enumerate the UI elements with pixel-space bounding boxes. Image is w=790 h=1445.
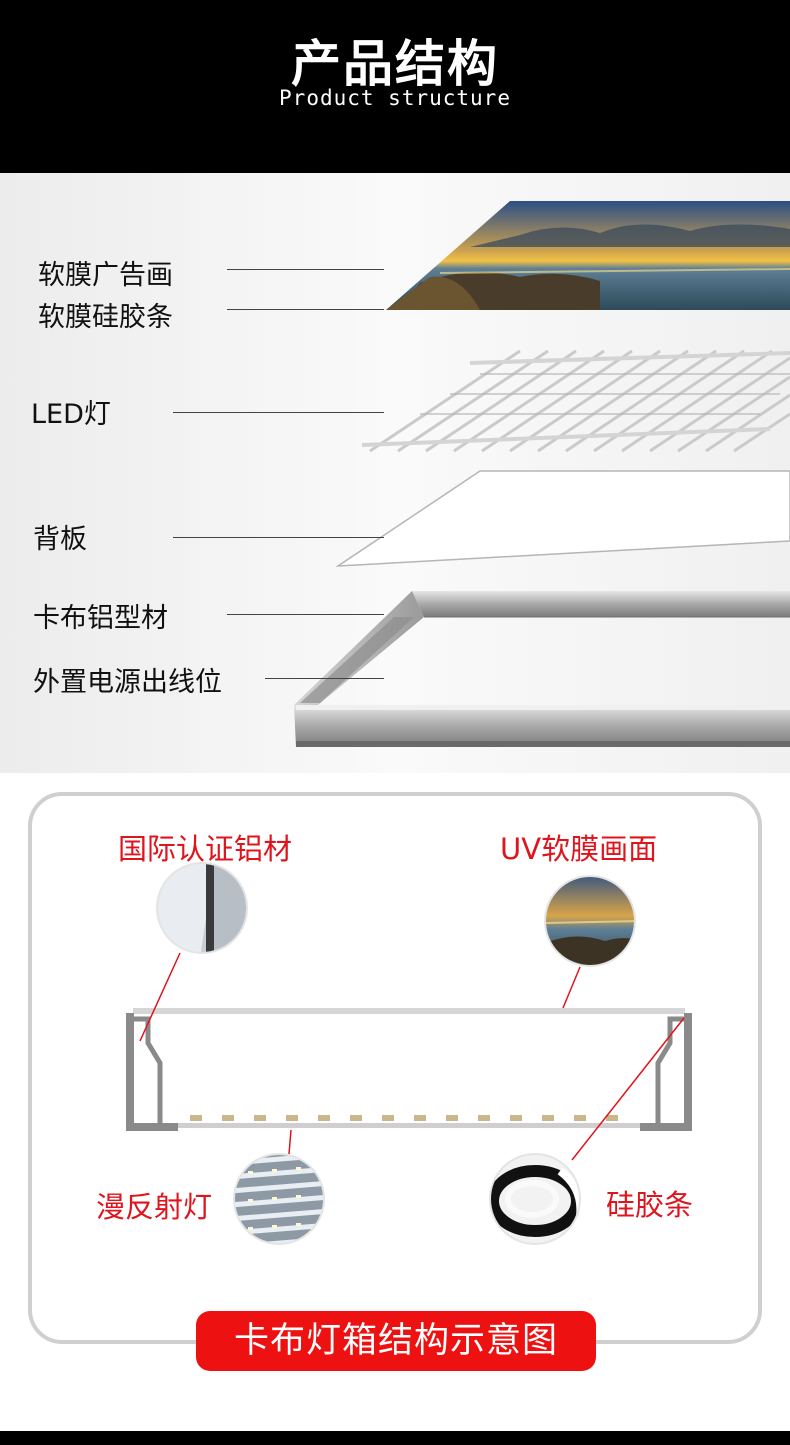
film-sample-photo (545, 876, 635, 966)
silicone-strip-sample-photo (490, 1154, 580, 1244)
leader-line (265, 678, 384, 679)
layer-label-aluminum: 卡布铝型材 (33, 603, 168, 634)
cross-section-illustration (126, 862, 692, 1245)
leader-line (227, 614, 384, 615)
diagram-caption: 卡布灯箱结构示意图 (196, 1311, 596, 1371)
header-title: 产品结构 (291, 35, 499, 93)
leader-line (173, 537, 384, 538)
label-led: 漫反射灯 (96, 1190, 213, 1224)
cross-section-diagram: 国际认证铝材 UV软膜画面 漫反射灯 硅胶条 卡布灯箱结构示意图 (0, 773, 790, 1431)
led-sample-photo (234, 1154, 324, 1244)
layer-label-led: LED灯 (31, 399, 111, 430)
layer-label-power-outlet: 外置电源出线位 (33, 667, 222, 698)
led-row (190, 1115, 618, 1121)
ad-picture-panel (386, 201, 790, 310)
label-uv-film: UV软膜画面 (500, 832, 658, 866)
leader-line (173, 412, 384, 413)
aluminum-frame (294, 591, 790, 747)
leader-line (227, 269, 384, 270)
lightbox-profile (126, 1008, 692, 1131)
layer-label-back-panel: 背板 (33, 524, 87, 555)
layer-label-silicone-strip: 软膜硅胶条 (38, 302, 173, 333)
bottom-bar (0, 1431, 790, 1445)
leader-line (227, 309, 384, 310)
exploded-illustration (294, 201, 790, 747)
layer-label-ad-film: 软膜广告画 (38, 260, 173, 291)
page-header: 产品结构 Product structure (0, 0, 790, 173)
header-subtitle: Product structure (279, 86, 511, 110)
exploded-structure-view: 软膜广告画 软膜硅胶条 LED灯 背板 卡布铝型材 外置电源出线位 (0, 173, 790, 773)
label-aluminum: 国际认证铝材 (118, 832, 293, 866)
back-panel (335, 470, 790, 567)
red-leader-lines (139, 952, 685, 1161)
aluminum-sample-photo (157, 863, 247, 953)
label-silicone: 硅胶条 (606, 1188, 694, 1222)
